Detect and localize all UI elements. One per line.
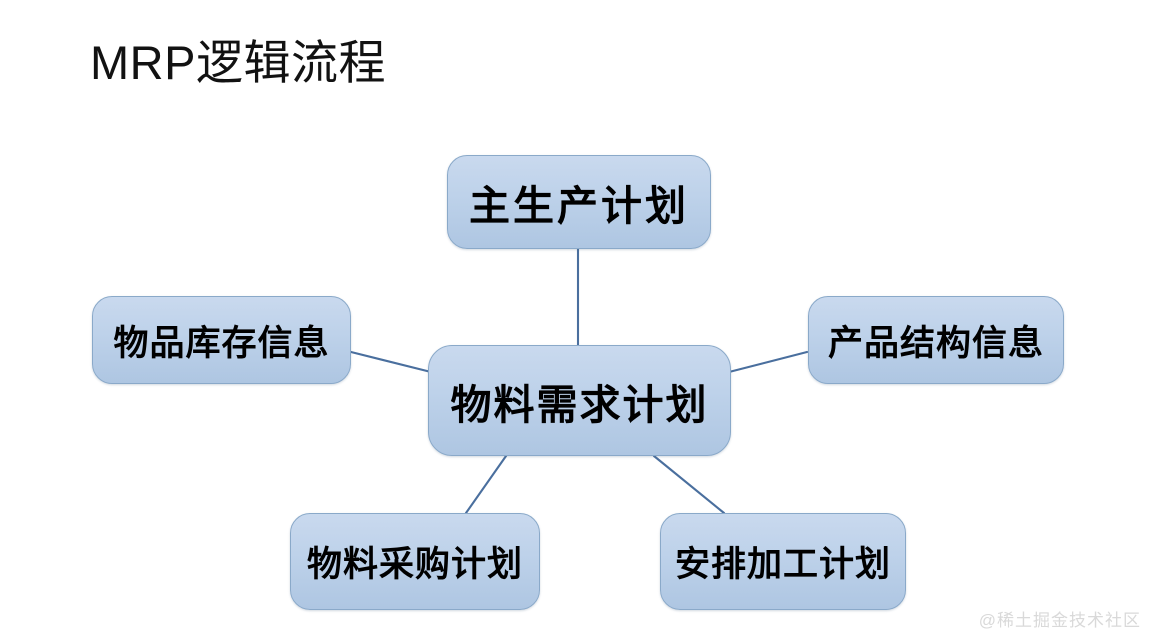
edge-inventory-to-mrp xyxy=(349,350,433,374)
edge-mrp-to-processing xyxy=(652,454,726,515)
node-mrp[interactable]: 物料需求计划 xyxy=(428,345,731,456)
node-master-plan[interactable]: 主生产计划 xyxy=(447,155,711,249)
page-title: MRP逻辑流程 xyxy=(90,36,386,89)
edge-mrp-to-purchase xyxy=(464,454,508,515)
node-label-bom: 产品结构信息 xyxy=(827,323,1044,363)
watermark: @稀土掘金技术社区 xyxy=(978,611,1141,630)
node-label-inventory: 物品库存信息 xyxy=(113,323,330,363)
node-processing[interactable]: 安排加工计划 xyxy=(660,513,906,610)
edge-bom-to-mrp xyxy=(727,350,809,374)
node-label-processing: 安排加工计划 xyxy=(674,545,891,584)
node-inventory[interactable]: 物品库存信息 xyxy=(92,296,351,384)
node-label-master-plan: 主生产计划 xyxy=(469,183,689,229)
node-label-purchase: 物料采购计划 xyxy=(306,545,523,584)
node-bom[interactable]: 产品结构信息 xyxy=(808,296,1064,384)
node-label-mrp: 物料需求计划 xyxy=(450,381,709,428)
node-purchase[interactable]: 物料采购计划 xyxy=(290,513,540,610)
